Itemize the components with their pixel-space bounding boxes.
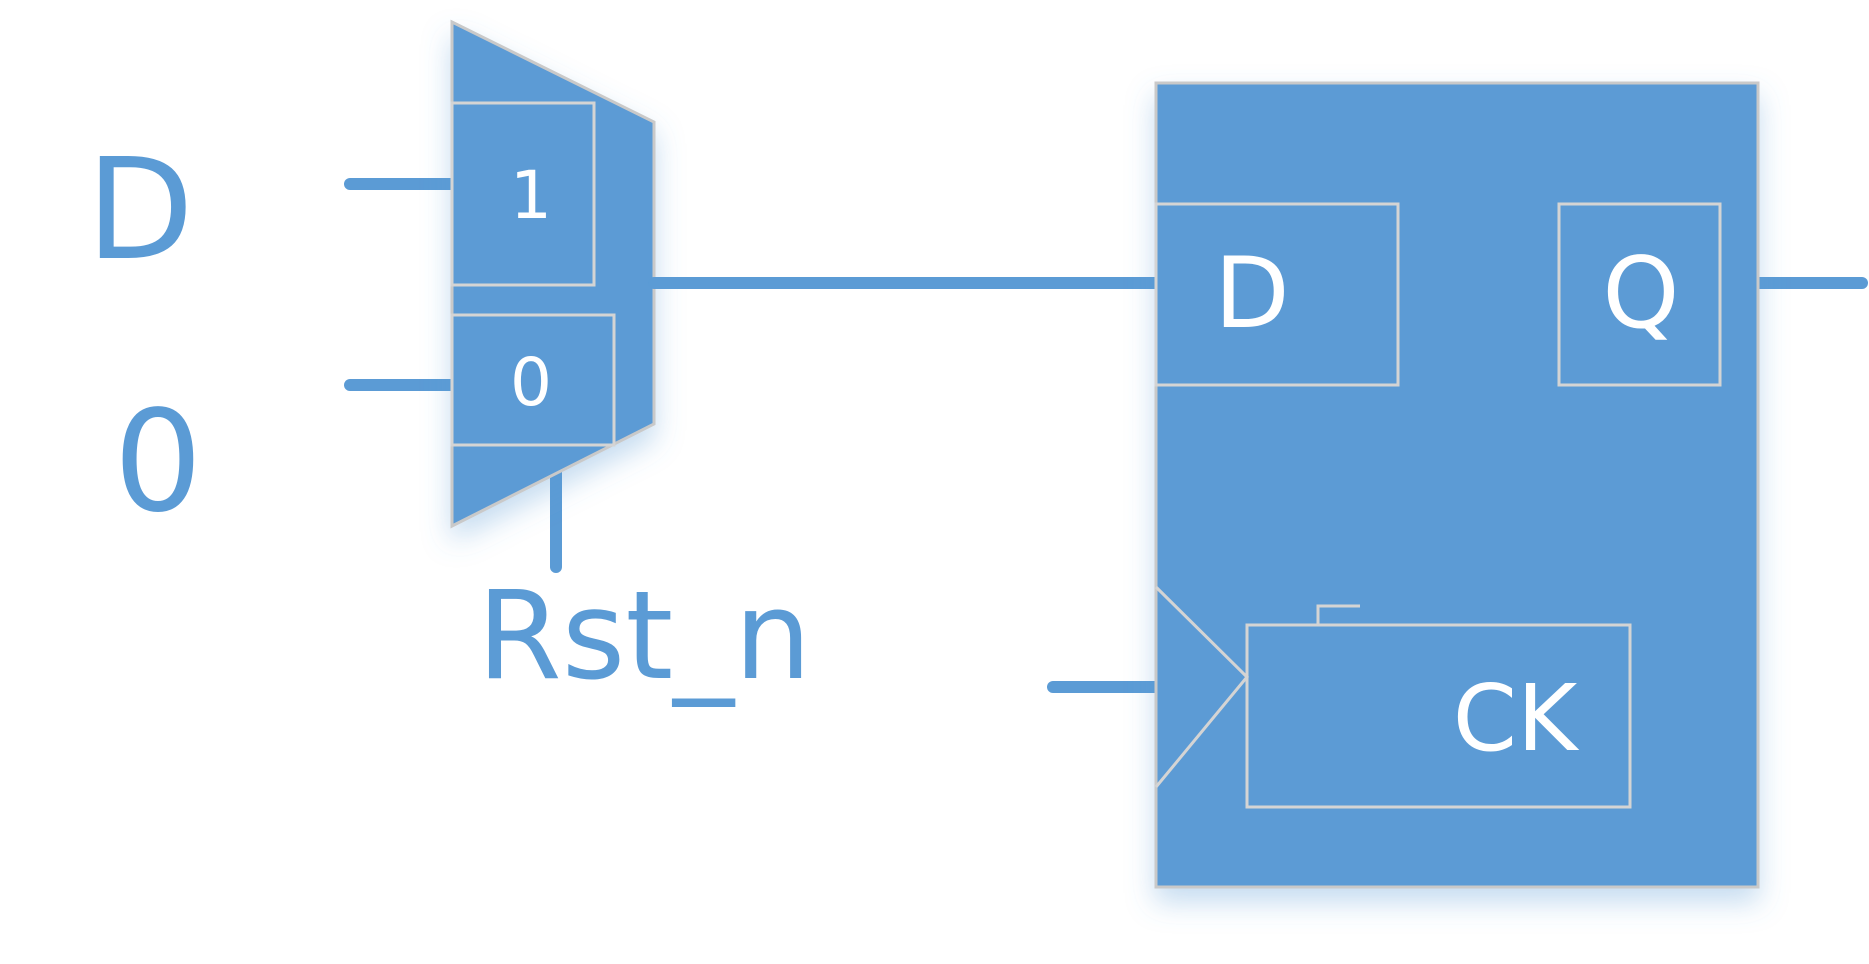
mux-input-1-label: 1 <box>510 157 552 234</box>
ff-ck-port-box <box>1245 623 1632 809</box>
ff-ck-label: CK <box>1453 665 1580 772</box>
mux-input-0-box <box>450 313 616 447</box>
input-d-label: D <box>86 129 194 292</box>
mux-block <box>450 19 656 529</box>
ff-ck-tab <box>1316 604 1360 625</box>
ff-d-label: D <box>1214 237 1289 351</box>
mux-input-0-label: 0 <box>510 344 552 421</box>
ff-q-port-box <box>1557 202 1722 387</box>
mux-input-1-box <box>450 101 596 287</box>
input-zero-label: 0 <box>113 381 202 544</box>
flipflop-block <box>1154 81 1760 889</box>
ff-d-port-box <box>1154 202 1400 387</box>
reset-label: Rst_n <box>477 565 812 707</box>
ff-q-label: Q <box>1602 237 1679 351</box>
